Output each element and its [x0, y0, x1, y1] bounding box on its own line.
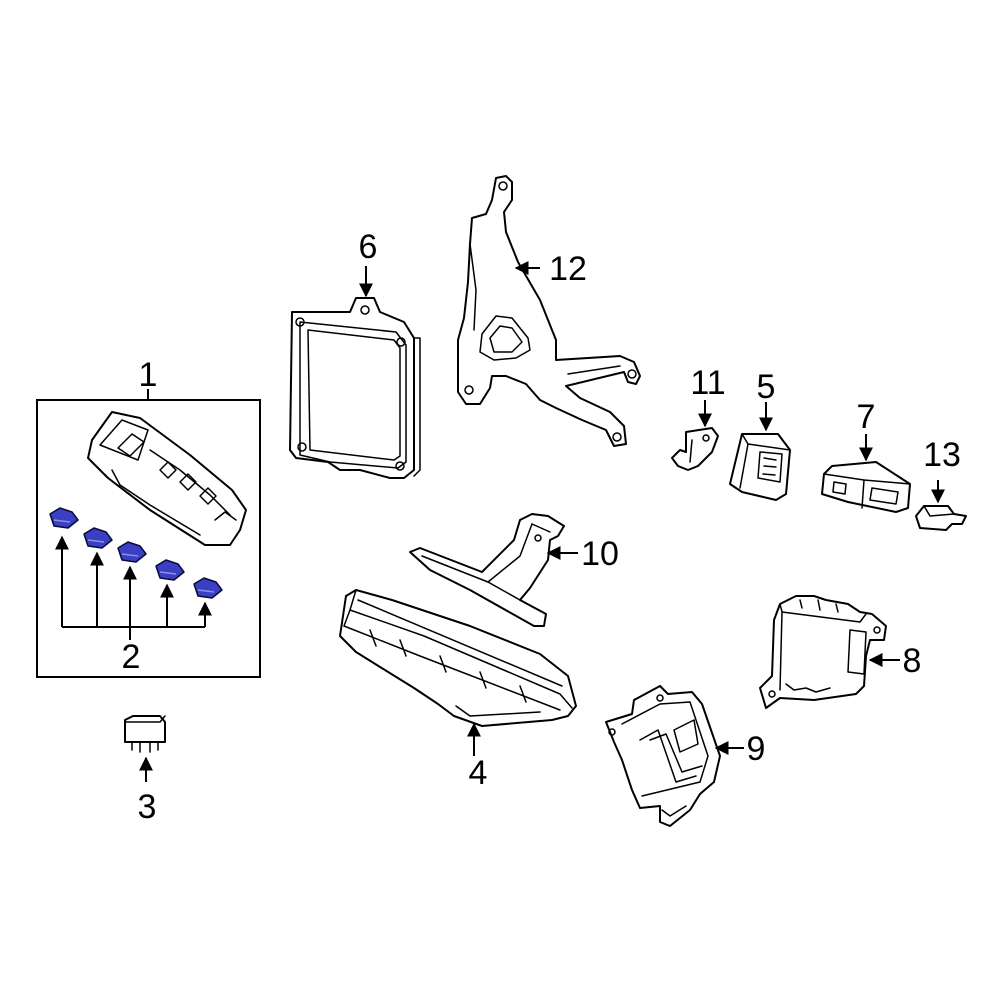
part-6-control-module[interactable] [289, 266, 421, 479]
fuse-box-body[interactable] [87, 411, 247, 546]
callout-1: 1 [139, 356, 158, 394]
callout-6: 6 [359, 228, 378, 266]
part-5-module[interactable] [729, 402, 791, 501]
part-8-module[interactable] [759, 595, 900, 709]
callout-7: 7 [857, 398, 876, 436]
callout-11: 11 [690, 364, 725, 402]
part-1-fuse-box-group [36, 389, 261, 678]
part-13-connector[interactable] [915, 480, 967, 531]
callout-12: 12 [549, 250, 587, 288]
part-7-module[interactable] [821, 434, 911, 513]
callout-10: 10 [581, 535, 619, 573]
part-4-display-unit[interactable] [339, 589, 577, 756]
callout-3: 3 [138, 788, 157, 826]
callout-8: 8 [903, 642, 922, 680]
part-9-module[interactable] [605, 685, 744, 827]
fuse-4[interactable] [155, 559, 185, 581]
callout-4: 4 [469, 754, 488, 792]
part-3-relay[interactable] [124, 715, 166, 782]
callout-13: 13 [923, 436, 961, 474]
callout-9: 9 [747, 730, 766, 768]
callout-2: 2 [122, 638, 141, 676]
callout-5: 5 [757, 368, 776, 406]
part-10-bracket[interactable] [409, 513, 578, 627]
fuse-1[interactable] [49, 507, 79, 529]
fuse-3[interactable] [117, 541, 147, 563]
fuse-5[interactable] [193, 577, 223, 599]
fuse-2[interactable] [83, 527, 113, 549]
part-11-clip[interactable] [671, 400, 719, 471]
part-12-bracket[interactable] [457, 175, 641, 447]
part-2-leader [55, 535, 212, 640]
